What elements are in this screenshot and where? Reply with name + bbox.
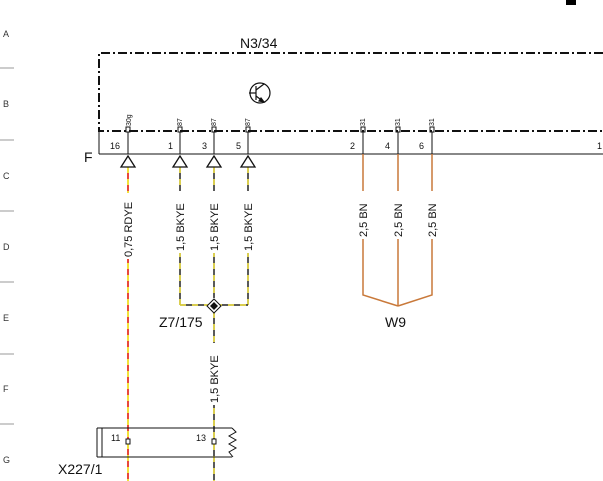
connector-x227-body — [96, 427, 238, 458]
wire-3-label: 1,5 BKYE — [209, 203, 221, 251]
control-unit-label: N3/34 — [240, 35, 278, 51]
pin-5-number: 5 — [236, 141, 241, 151]
terminal-87-b: 87 — [211, 118, 218, 126]
grid-row-c: C — [3, 171, 10, 181]
splice-label: Z7/175 — [159, 314, 203, 330]
pin-1b-number: 1 — [597, 141, 602, 151]
grid-row-a: A — [3, 29, 9, 39]
ground-label: W9 — [385, 314, 406, 330]
grid-row-f: F — [3, 384, 9, 394]
splice-diamond-icon — [206, 298, 222, 314]
grid-row-dividers — [0, 67, 14, 425]
corner-mark — [566, 0, 576, 5]
terminal-87-a: 87 — [177, 118, 184, 126]
x227-pin-13: 13 — [196, 433, 206, 443]
wire-5-label: 1,5 BKYE — [243, 203, 255, 251]
wire-16-label: 0,75 RDYE — [123, 202, 135, 257]
wire-4-label: 2,5 BN — [393, 203, 405, 237]
pin-4-number: 4 — [385, 141, 390, 151]
pin-stubs — [127, 132, 433, 154]
terminal-30g: 30g — [126, 114, 133, 126]
grid-row-e: E — [3, 313, 9, 323]
connector-f-label: F — [84, 149, 93, 165]
pin-arrow-icons — [119, 154, 257, 168]
wire-label-group — [122, 191, 438, 405]
pin-1-number: 1 — [168, 141, 173, 151]
grid-row-d: D — [3, 242, 10, 252]
wire-splice-label: 1,5 BKYE — [209, 355, 221, 403]
control-unit-frame — [98, 52, 603, 132]
grid-row-b: B — [3, 99, 9, 109]
wire-6-label: 2,5 BN — [427, 203, 439, 237]
transistor-icon — [249, 82, 271, 104]
x227-pin-11: 11 — [111, 433, 120, 443]
pin-16-number: 16 — [110, 141, 120, 151]
pin-2-number: 2 — [350, 141, 355, 151]
connector-f-strip — [98, 131, 603, 155]
wire-2-label: 2,5 BN — [358, 203, 370, 237]
pin-6-number: 6 — [419, 141, 424, 151]
connector-x227-label: X227/1 — [58, 461, 103, 477]
pin-3-number: 3 — [202, 141, 207, 151]
terminal-87-c: 87 — [245, 118, 252, 126]
terminal-31-a: 31 — [360, 118, 367, 126]
terminal-31-b: 31 — [395, 118, 402, 126]
grid-row-g: G — [3, 455, 10, 465]
wire-1-label: 1,5 BKYE — [175, 203, 187, 251]
terminal-31-c: 31 — [429, 118, 436, 126]
